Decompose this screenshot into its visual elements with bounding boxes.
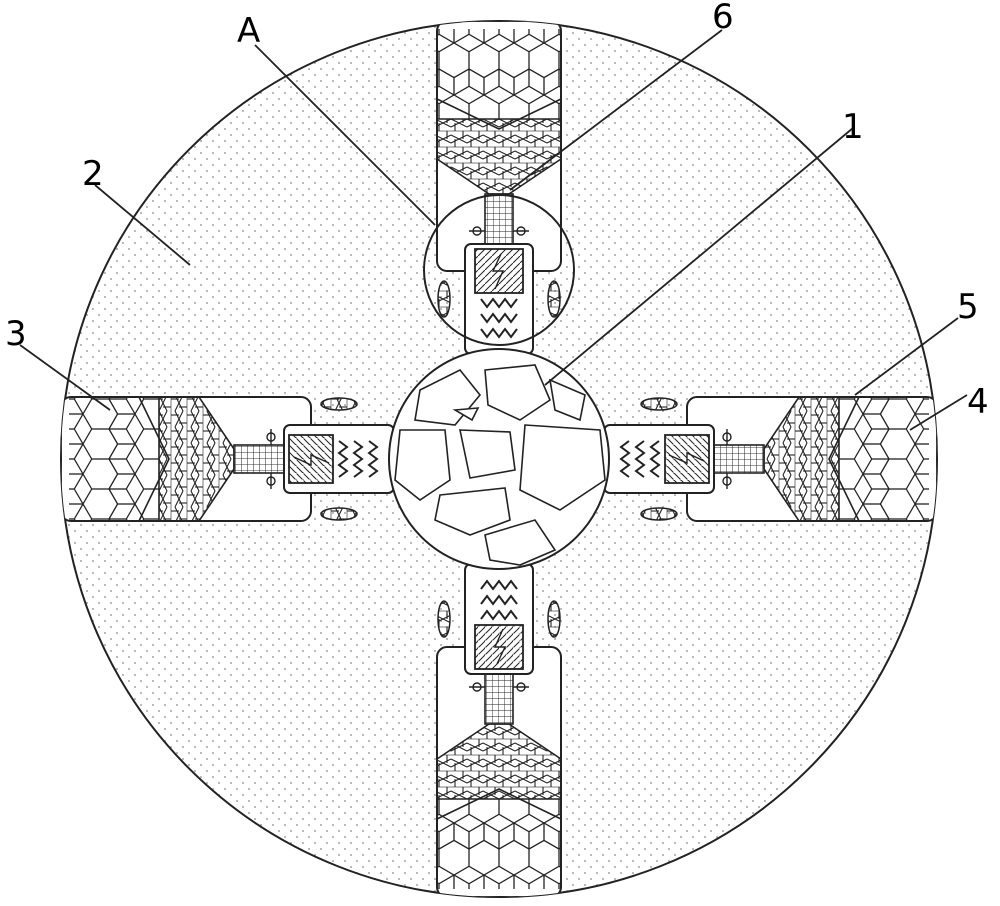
label-6: 6	[712, 0, 734, 37]
leader-lines	[19, 29, 968, 431]
detail-circle-a	[423, 194, 575, 346]
label-4: 4	[967, 382, 989, 422]
label-5: 5	[957, 287, 979, 327]
label-a: A	[237, 11, 260, 51]
label-3: 3	[5, 314, 27, 354]
center-core	[388, 348, 610, 570]
label-2: 2	[82, 154, 104, 194]
label-1: 1	[842, 107, 864, 147]
